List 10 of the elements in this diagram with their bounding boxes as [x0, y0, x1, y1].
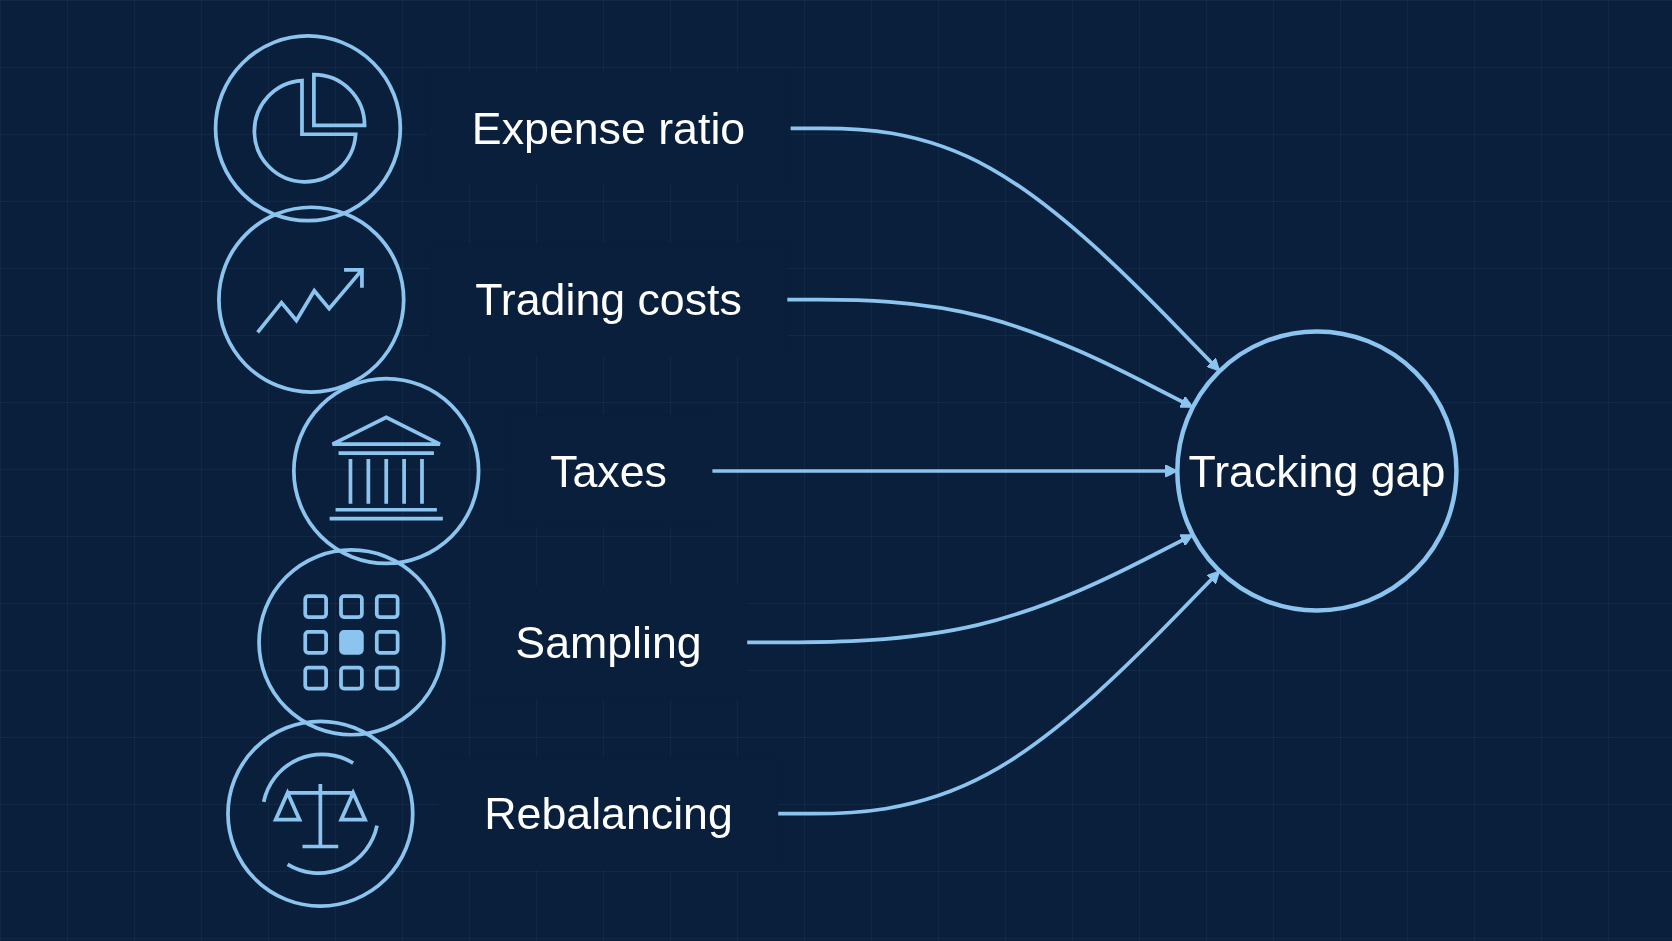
label-node: Sampling: [469, 585, 748, 699]
label-node: Trading costs: [429, 242, 788, 356]
arrow: [777, 569, 1221, 816]
target-circle-node: Tracking gap: [1175, 328, 1459, 613]
arrow: [786, 297, 1194, 408]
arrow: [789, 125, 1221, 372]
label-node: Expense ratio: [426, 71, 791, 185]
arrow: [746, 533, 1194, 644]
label-node: Taxes: [504, 413, 713, 528]
label-node: Rebalancing: [438, 756, 779, 870]
